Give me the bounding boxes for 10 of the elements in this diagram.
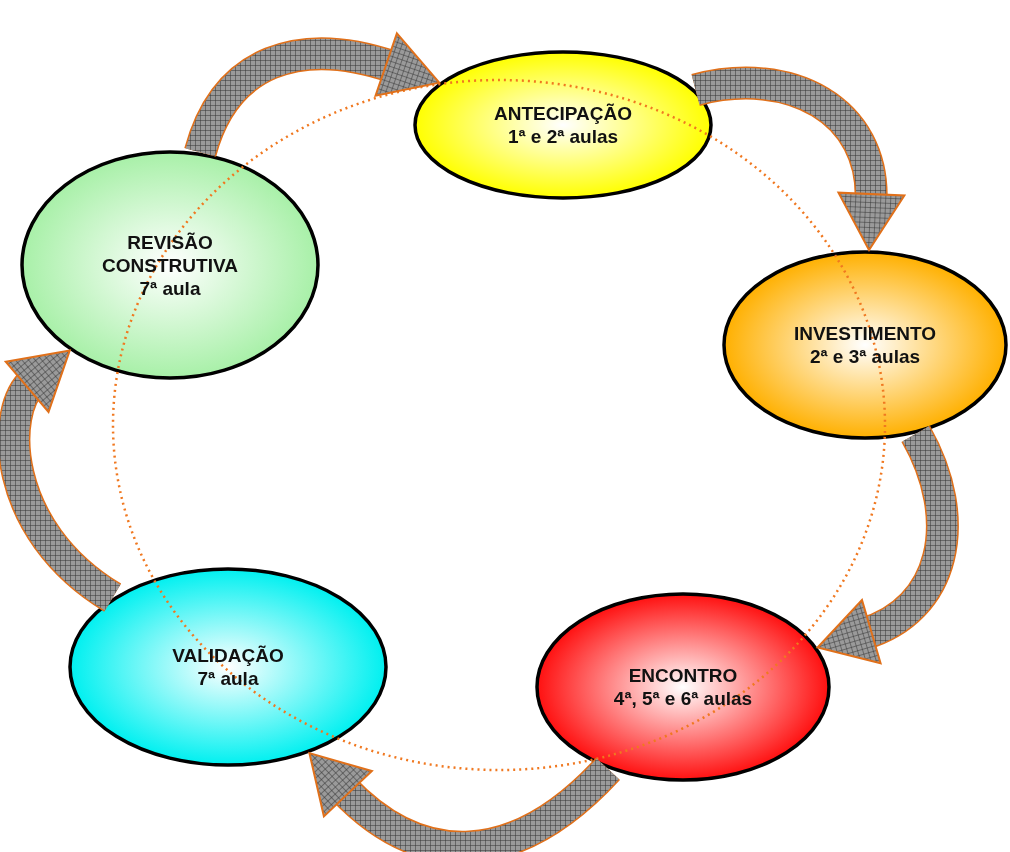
lesson-label: 7ª aula <box>139 276 201 300</box>
lesson-label: 7ª aula <box>197 667 259 690</box>
lesson-label: 1ª e 2ª aulas <box>507 125 619 148</box>
stage-title: ANTECIPAÇÃO <box>494 102 632 125</box>
stage-title: VALIDAÇÃO <box>172 644 284 667</box>
stage-title: INVESTIMENTO <box>793 322 937 345</box>
lesson-label: 4ª, 5ª e 6ª aulas <box>613 687 753 710</box>
lesson-label: 2ª e 3ª aulas <box>809 345 921 368</box>
stage-title: REVISÃO CONSTRUTIVA <box>101 230 239 277</box>
stage-title: ENCONTRO <box>628 664 738 687</box>
